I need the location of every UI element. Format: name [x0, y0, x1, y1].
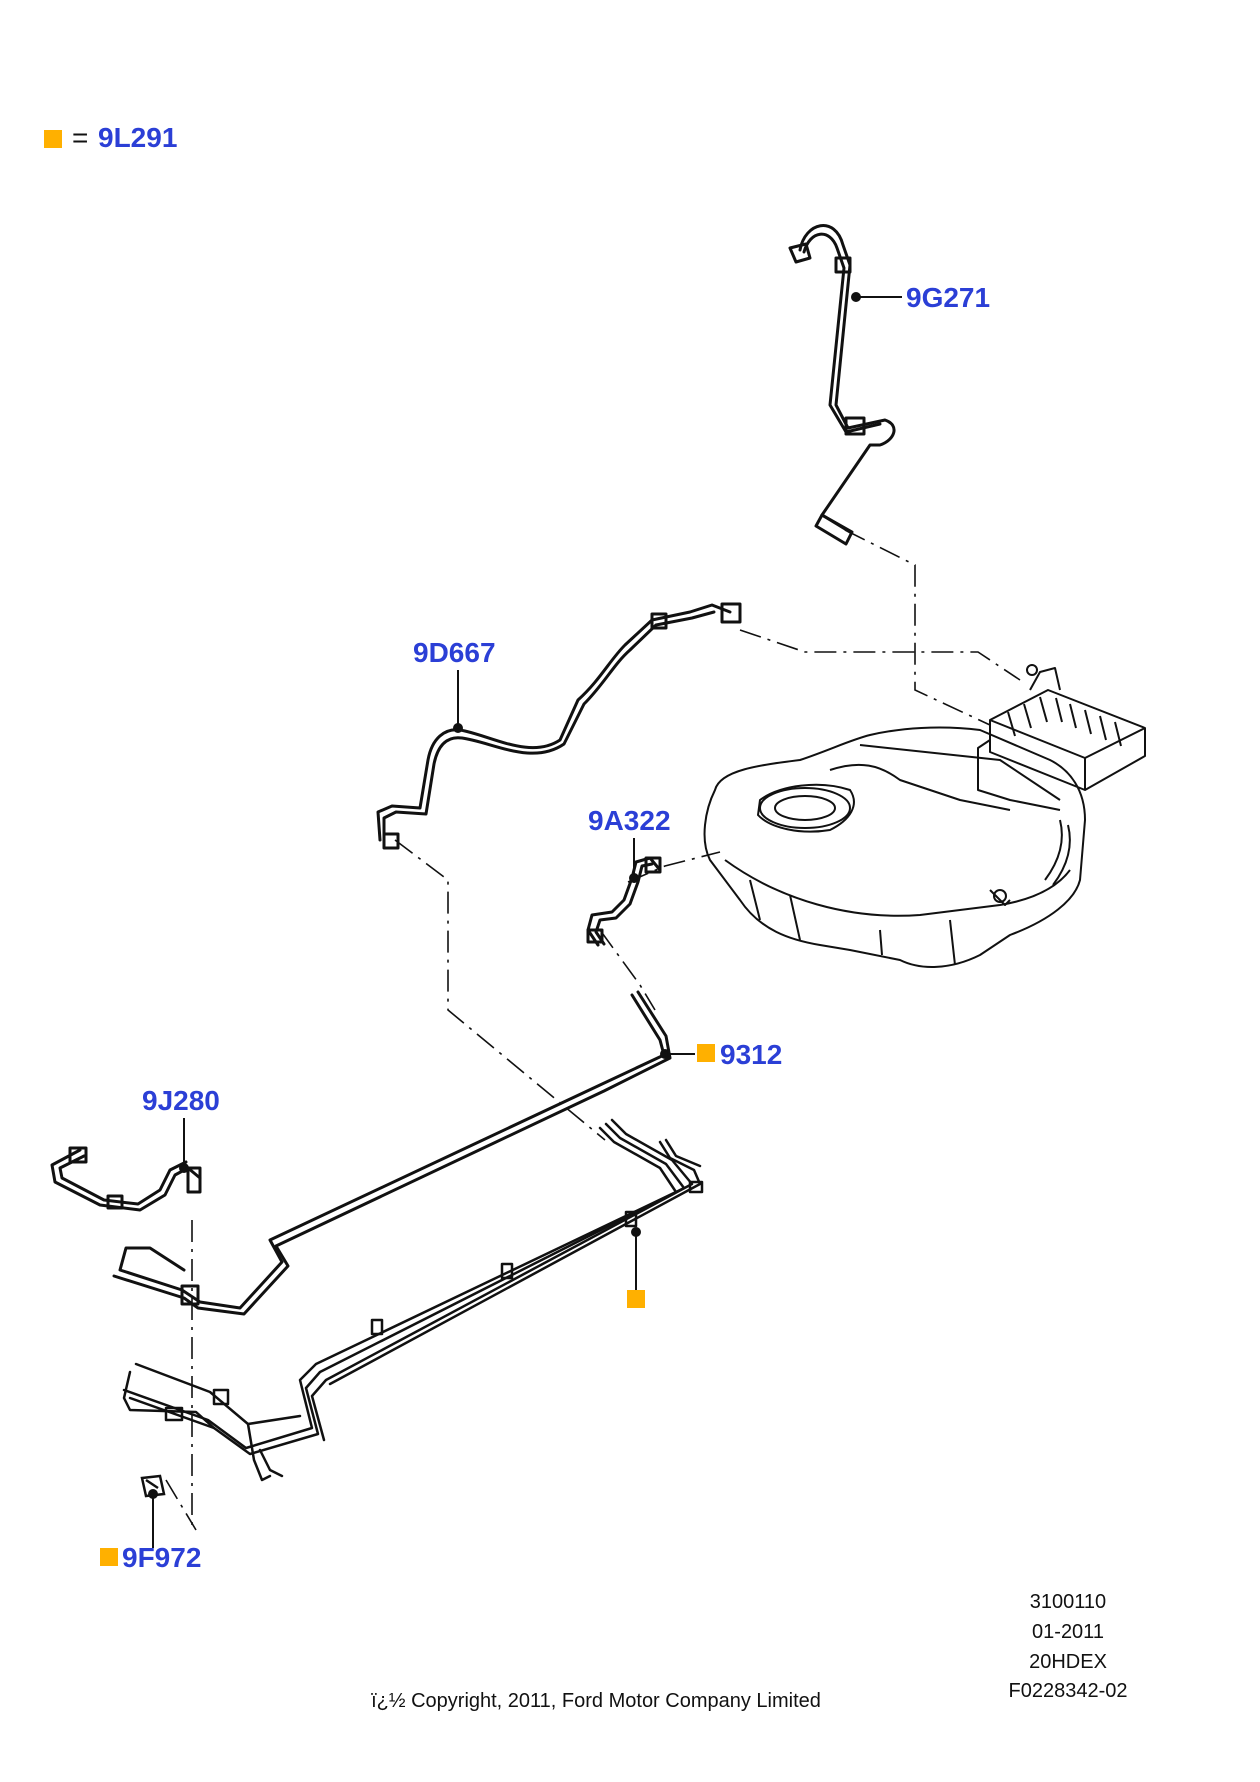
marker-9312-icon [697, 1044, 715, 1062]
marker-bundle-icon [627, 1290, 645, 1308]
fuel-tank [703, 726, 1086, 968]
copyright-text: ï¿½ Copyright, 2011, Ford Motor Company … [371, 1690, 821, 1712]
legend-equals: = [72, 122, 88, 153]
ref-code-1: 3100110 [1030, 1591, 1106, 1613]
hose-9g271 [788, 224, 896, 546]
ref-code-4: F0228342-02 [1009, 1680, 1128, 1702]
callout-9g271: 9G271 [906, 282, 990, 313]
callout-9312: 9312 [720, 1039, 782, 1070]
fuel-line-9312 [112, 990, 672, 1316]
hose-9j280 [50, 1146, 202, 1212]
callout-9a322: 9A322 [588, 805, 671, 836]
hose-9a322 [586, 856, 662, 947]
callout-9d667: 9D667 [413, 637, 496, 668]
vapour-canister [977, 664, 1146, 811]
clip-9f972 [140, 1474, 166, 1498]
tube-bundle-9l291 [122, 1118, 704, 1482]
hose-9d667 [376, 602, 742, 850]
marker-9f972-icon [100, 1548, 118, 1566]
legend-part-label: 9L291 [98, 122, 177, 153]
legend-marker-icon [44, 130, 62, 148]
callout-9j280: 9J280 [142, 1085, 220, 1116]
ref-code-2: 01-2011 [1032, 1621, 1104, 1643]
leader-lines [148, 292, 902, 1548]
alignment-lines [165, 529, 1021, 1531]
ref-code-3: 20HDEX [1029, 1651, 1107, 1673]
callout-9f972: 9F972 [122, 1542, 201, 1573]
